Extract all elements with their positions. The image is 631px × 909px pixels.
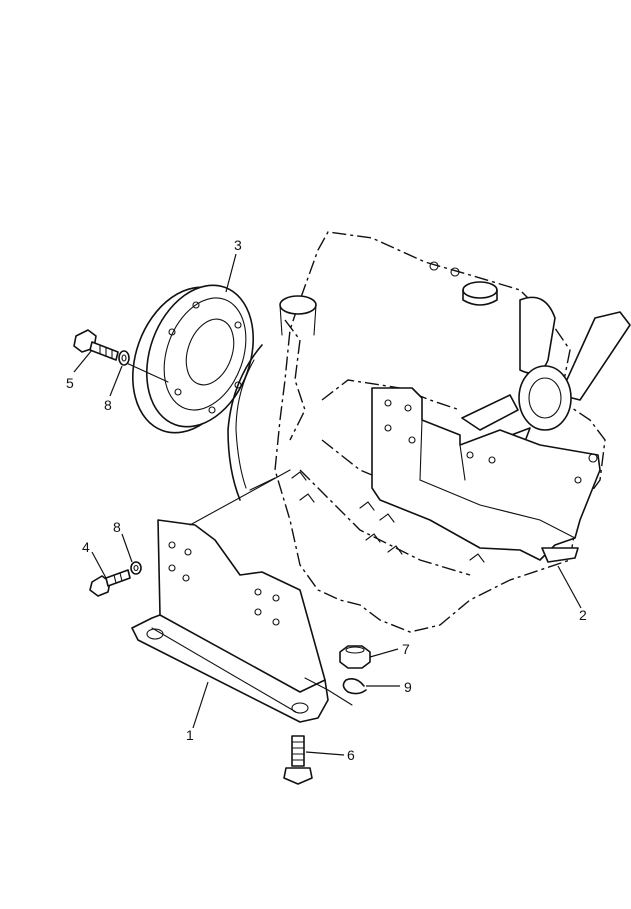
callout-4: 4: [82, 539, 90, 555]
washer-part-8-lower: [130, 561, 142, 575]
callout-7: 7: [402, 641, 410, 657]
spring-washer-part-9: [342, 678, 367, 695]
callout-labels: 3 5 8 8 4 1 2 7 9 6: [66, 237, 587, 763]
bolt-part-6: [283, 735, 313, 785]
leader-lines: [73, 253, 582, 756]
callout-3: 3: [234, 237, 242, 253]
washer-part-8-upper: [118, 350, 130, 366]
callout-8-upper: 8: [104, 397, 112, 413]
pulley-part-3: [132, 284, 263, 501]
bolt-part-4: [89, 569, 131, 597]
callout-8-lower: 8: [113, 519, 121, 535]
callout-5: 5: [66, 375, 74, 391]
callout-1: 1: [186, 727, 194, 743]
nut-part-7: [339, 645, 371, 669]
bolt-part-5: [73, 329, 119, 361]
left-bracket-part-1: [131, 519, 353, 723]
callout-9: 9: [404, 679, 412, 695]
callout-6: 6: [347, 747, 355, 763]
assembly-guide-lines: [119, 359, 291, 526]
right-bracket-part-2: [371, 387, 601, 563]
engine-block: [274, 231, 606, 633]
callout-2: 2: [579, 607, 587, 623]
